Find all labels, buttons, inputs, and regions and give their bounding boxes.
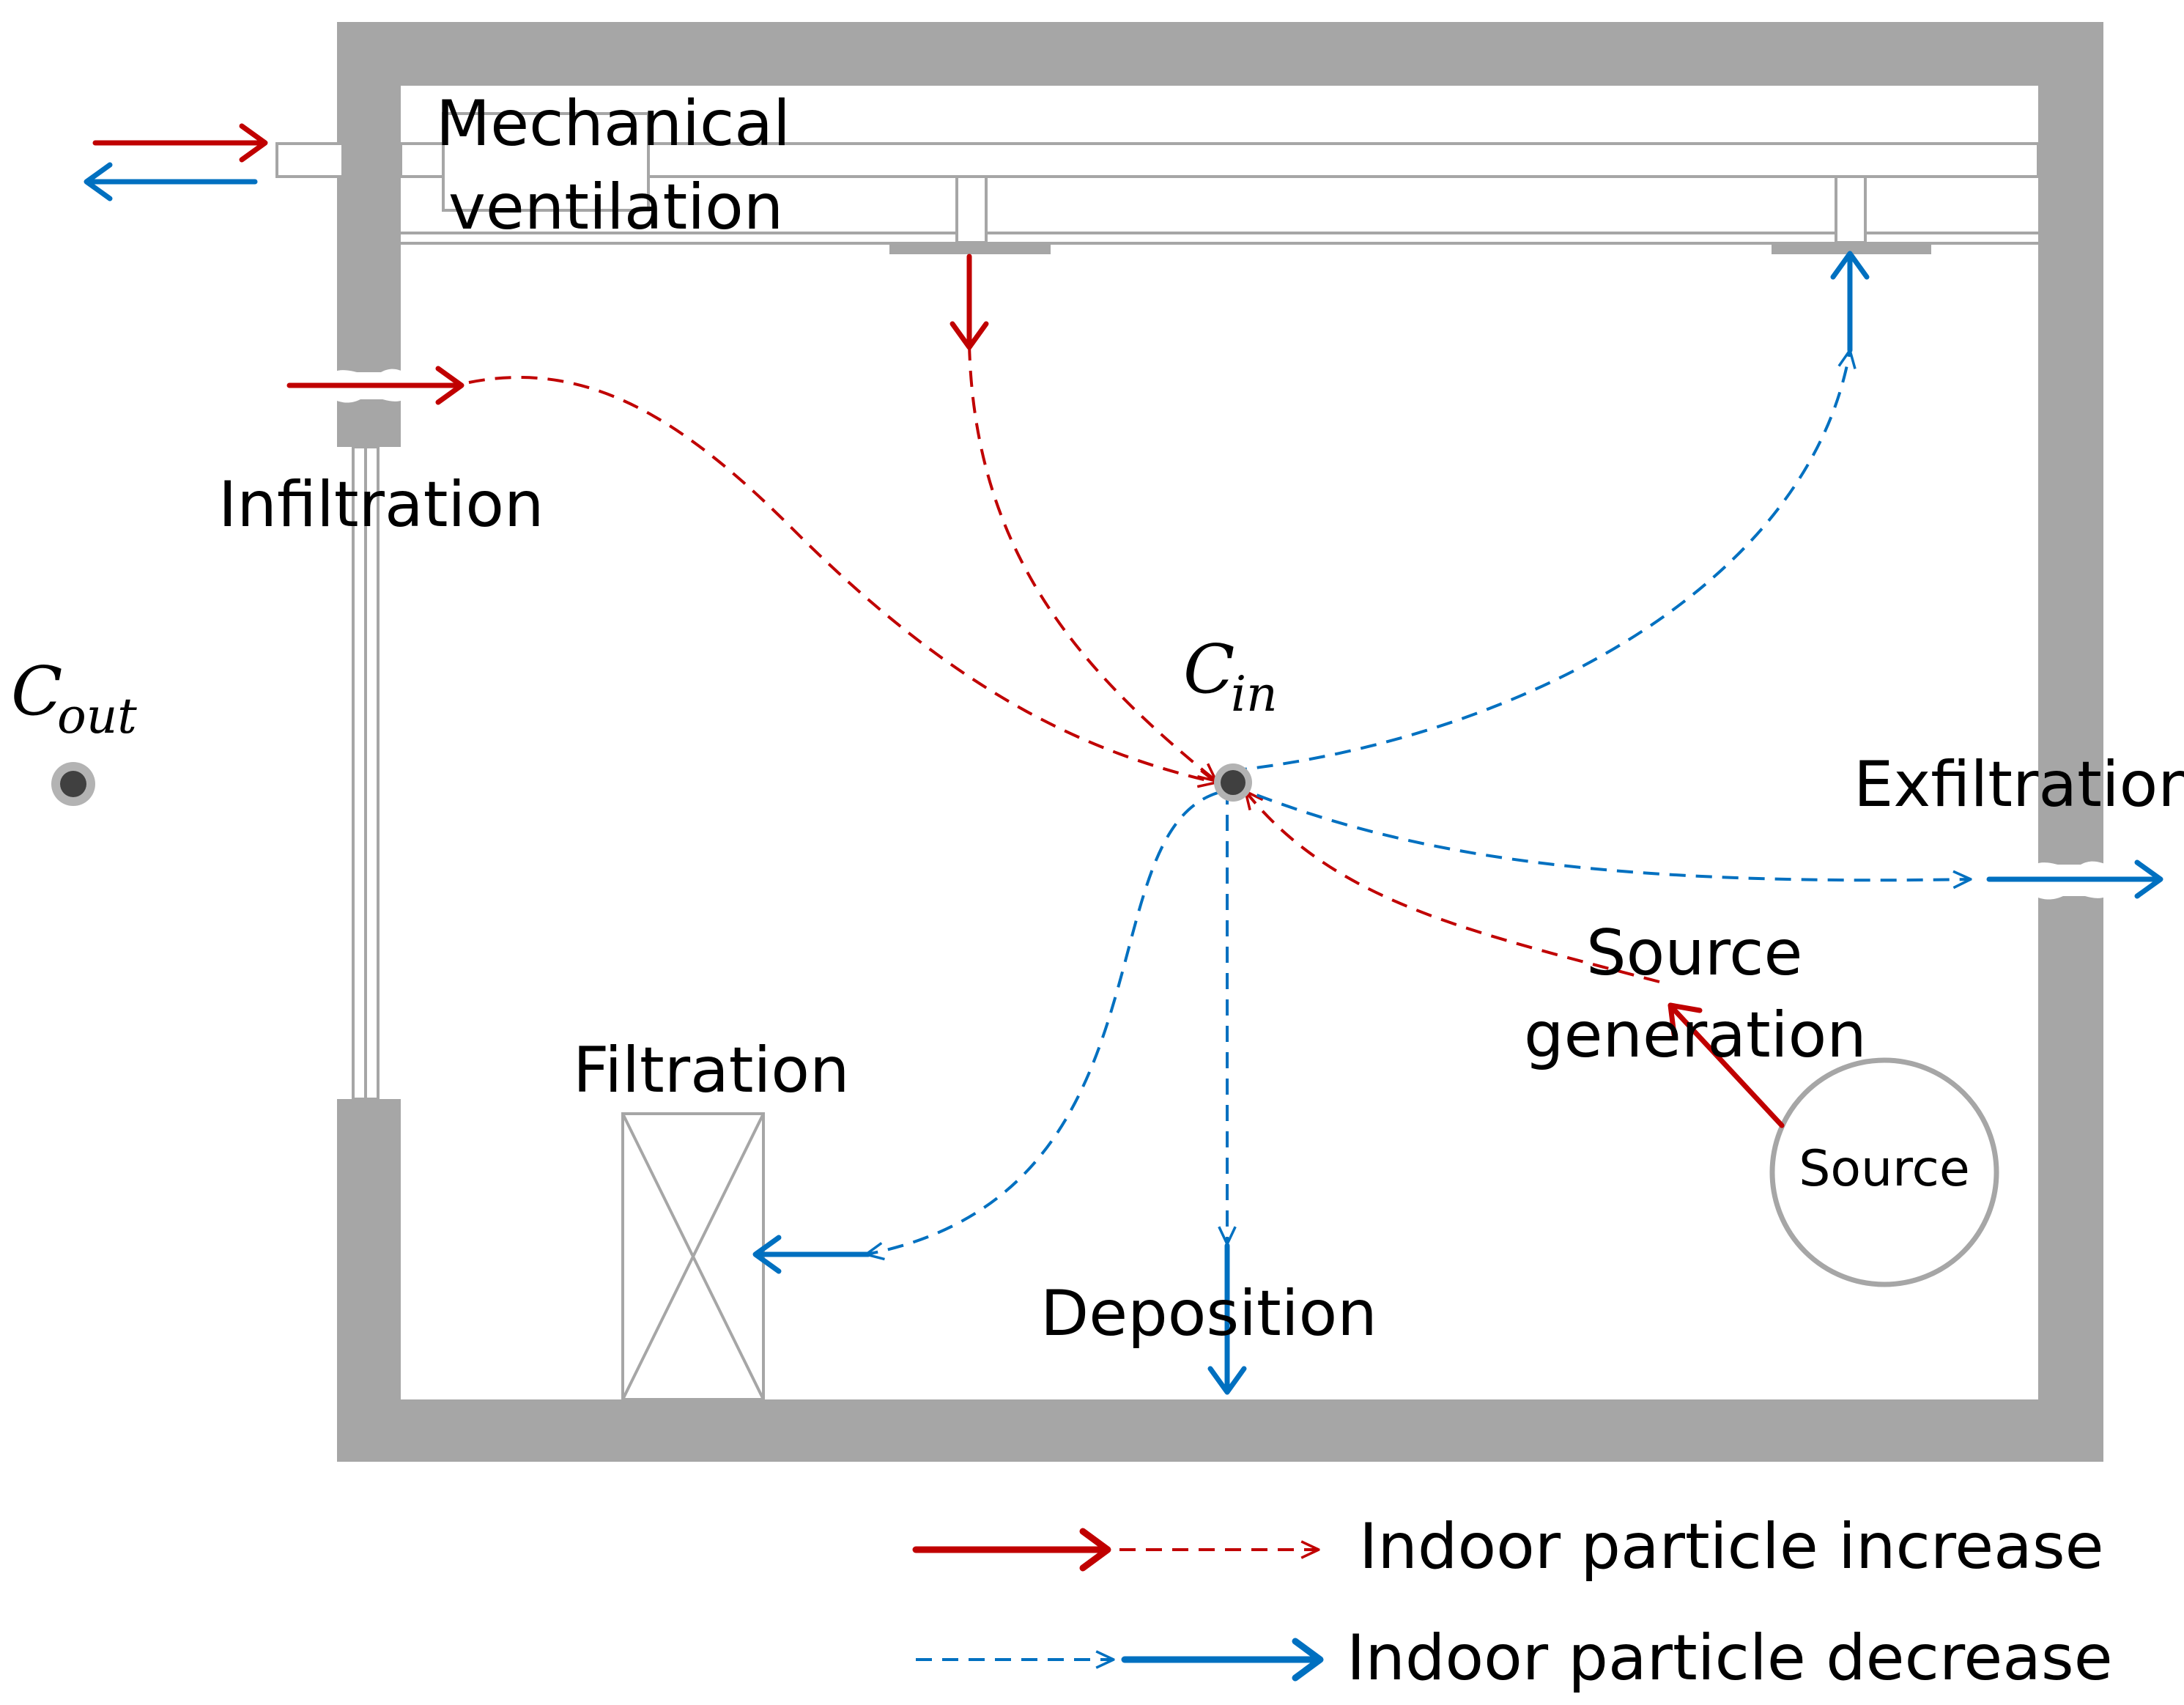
mechanical-outflow-arrow — [84, 162, 258, 201]
red-solid-arrows — [92, 123, 1785, 1128]
filtration-arrow — [752, 1235, 871, 1274]
infiltration-label: Infiltration — [218, 468, 544, 541]
source-emission-arrow — [1667, 1002, 1785, 1128]
ventilation-unit — [442, 112, 650, 212]
return-grille — [1772, 244, 1931, 254]
c-in-letter: C — [1183, 630, 1234, 709]
left-wall-lower — [337, 1099, 401, 1462]
exfiltration-label: Exfiltration — [1854, 748, 2184, 821]
exhaust-flow — [1230, 350, 1850, 772]
source-generation-label-line2: generation — [1524, 999, 1867, 1072]
legend-item-decrease: Indoor particle decrease — [916, 1621, 2113, 1695]
infiltration-inflow-arrow — [286, 366, 464, 405]
filter-box — [621, 1112, 765, 1401]
filtration-label: Filtration — [573, 1034, 850, 1107]
infiltration-flow — [468, 376, 1216, 783]
return-up-arrow — [1830, 251, 1870, 353]
c-out-point — [51, 762, 95, 806]
return-grille-stem — [1835, 175, 1867, 244]
right-wall-lower — [2038, 896, 2103, 1462]
diffusers — [889, 244, 1931, 254]
dashed-flows — [468, 344, 1971, 1254]
ventilation-supply-flow — [968, 344, 1216, 781]
left-wall-upper — [337, 22, 401, 372]
bottom-wall — [337, 1399, 2103, 1462]
c-out-subscript: out — [57, 688, 137, 744]
c-in-subscript: in — [1231, 666, 1278, 722]
legend-item-increase: Indoor particle increase — [912, 1510, 2104, 1583]
right-wall-upper — [2038, 22, 2103, 865]
legend-label-decrease: Indoor particle decrease — [1347, 1621, 2113, 1695]
deposition-down-arrow — [1207, 1243, 1247, 1395]
legend: Indoor particle increase Indoor particle… — [912, 1510, 2113, 1695]
supply-diffuser-stem — [955, 175, 988, 244]
exfiltration-flow — [1232, 784, 1971, 880]
ventilation-ducts — [275, 112, 2040, 245]
main-duct — [647, 142, 2040, 178]
mechanical-ventilation-label-line1: Mechanical — [436, 87, 791, 160]
room-walls — [337, 22, 2103, 1462]
exfiltration-outflow-arrow — [1986, 859, 2163, 899]
filtration-flow — [866, 791, 1218, 1254]
supply-diffuser — [889, 244, 1051, 254]
deposition-label: Deposition — [1040, 1277, 1377, 1350]
outside-duct — [275, 142, 344, 178]
c-out-label: C out — [11, 652, 137, 744]
source-generation-label-line1: Source — [1586, 917, 1802, 990]
source-circle — [1769, 1057, 1999, 1287]
mechanical-ventilation-label-line2: ventilation — [448, 171, 783, 244]
c-in-label: C in — [1183, 630, 1278, 722]
c-in-point — [1214, 763, 1252, 802]
top-wall — [337, 22, 2103, 86]
window — [352, 445, 380, 1101]
source-label: Source — [1799, 1140, 1970, 1198]
mechanical-inflow-arrow — [92, 123, 268, 163]
left-wall-stub — [337, 399, 401, 447]
c-out-letter: C — [11, 652, 62, 731]
source-generation-flow — [1245, 791, 1660, 983]
blue-solid-arrows — [84, 162, 2163, 1395]
legend-label-increase: Indoor particle increase — [1359, 1510, 2104, 1583]
supply-down-arrow — [950, 254, 989, 350]
